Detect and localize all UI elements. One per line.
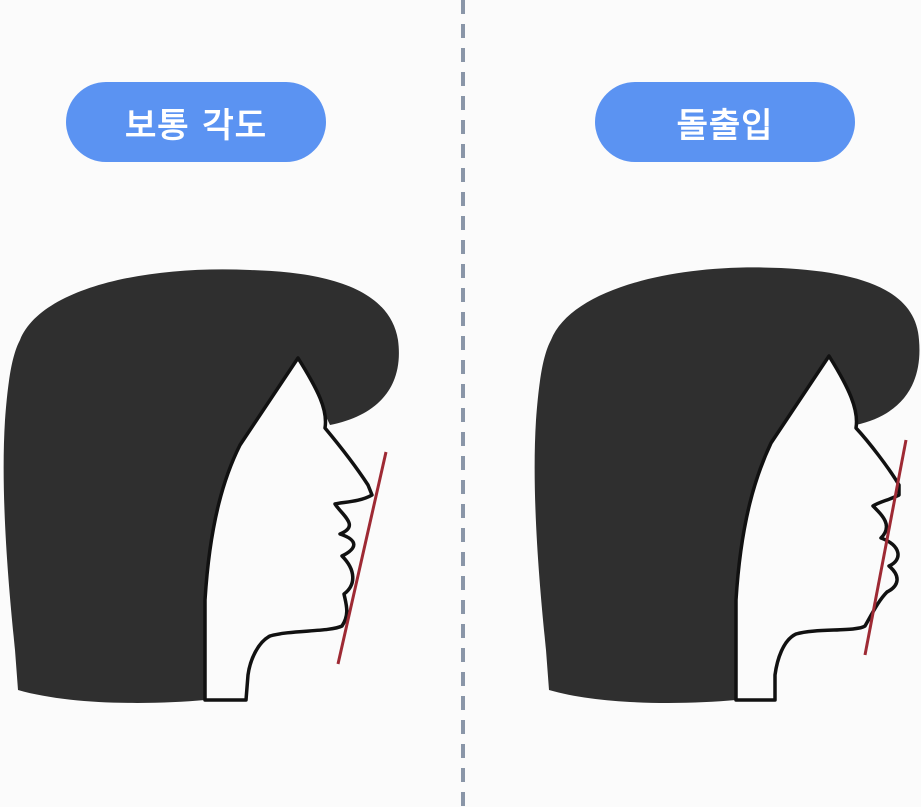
face-profile-normal [203, 356, 374, 702]
reference-line-normal [336, 451, 388, 665]
panel-protrusion: 돌출입 [461, 0, 921, 807]
label-normal: 보통 각도 [125, 105, 267, 146]
center-divider [461, 0, 465, 807]
hair-shape [534, 267, 920, 703]
panel-normal: 보통 각도 [0, 0, 460, 807]
label-pill-protrusion: 돌출입 [595, 82, 855, 162]
head-silhouette-normal [3, 269, 399, 703]
head-silhouette-protrusion [534, 267, 920, 703]
hair-shape [3, 269, 399, 703]
label-pill-normal: 보통 각도 [66, 82, 326, 162]
reference-line-protrusion [863, 439, 908, 656]
label-protrusion: 돌출입 [676, 105, 774, 146]
face-profile-protrusion [734, 354, 901, 702]
